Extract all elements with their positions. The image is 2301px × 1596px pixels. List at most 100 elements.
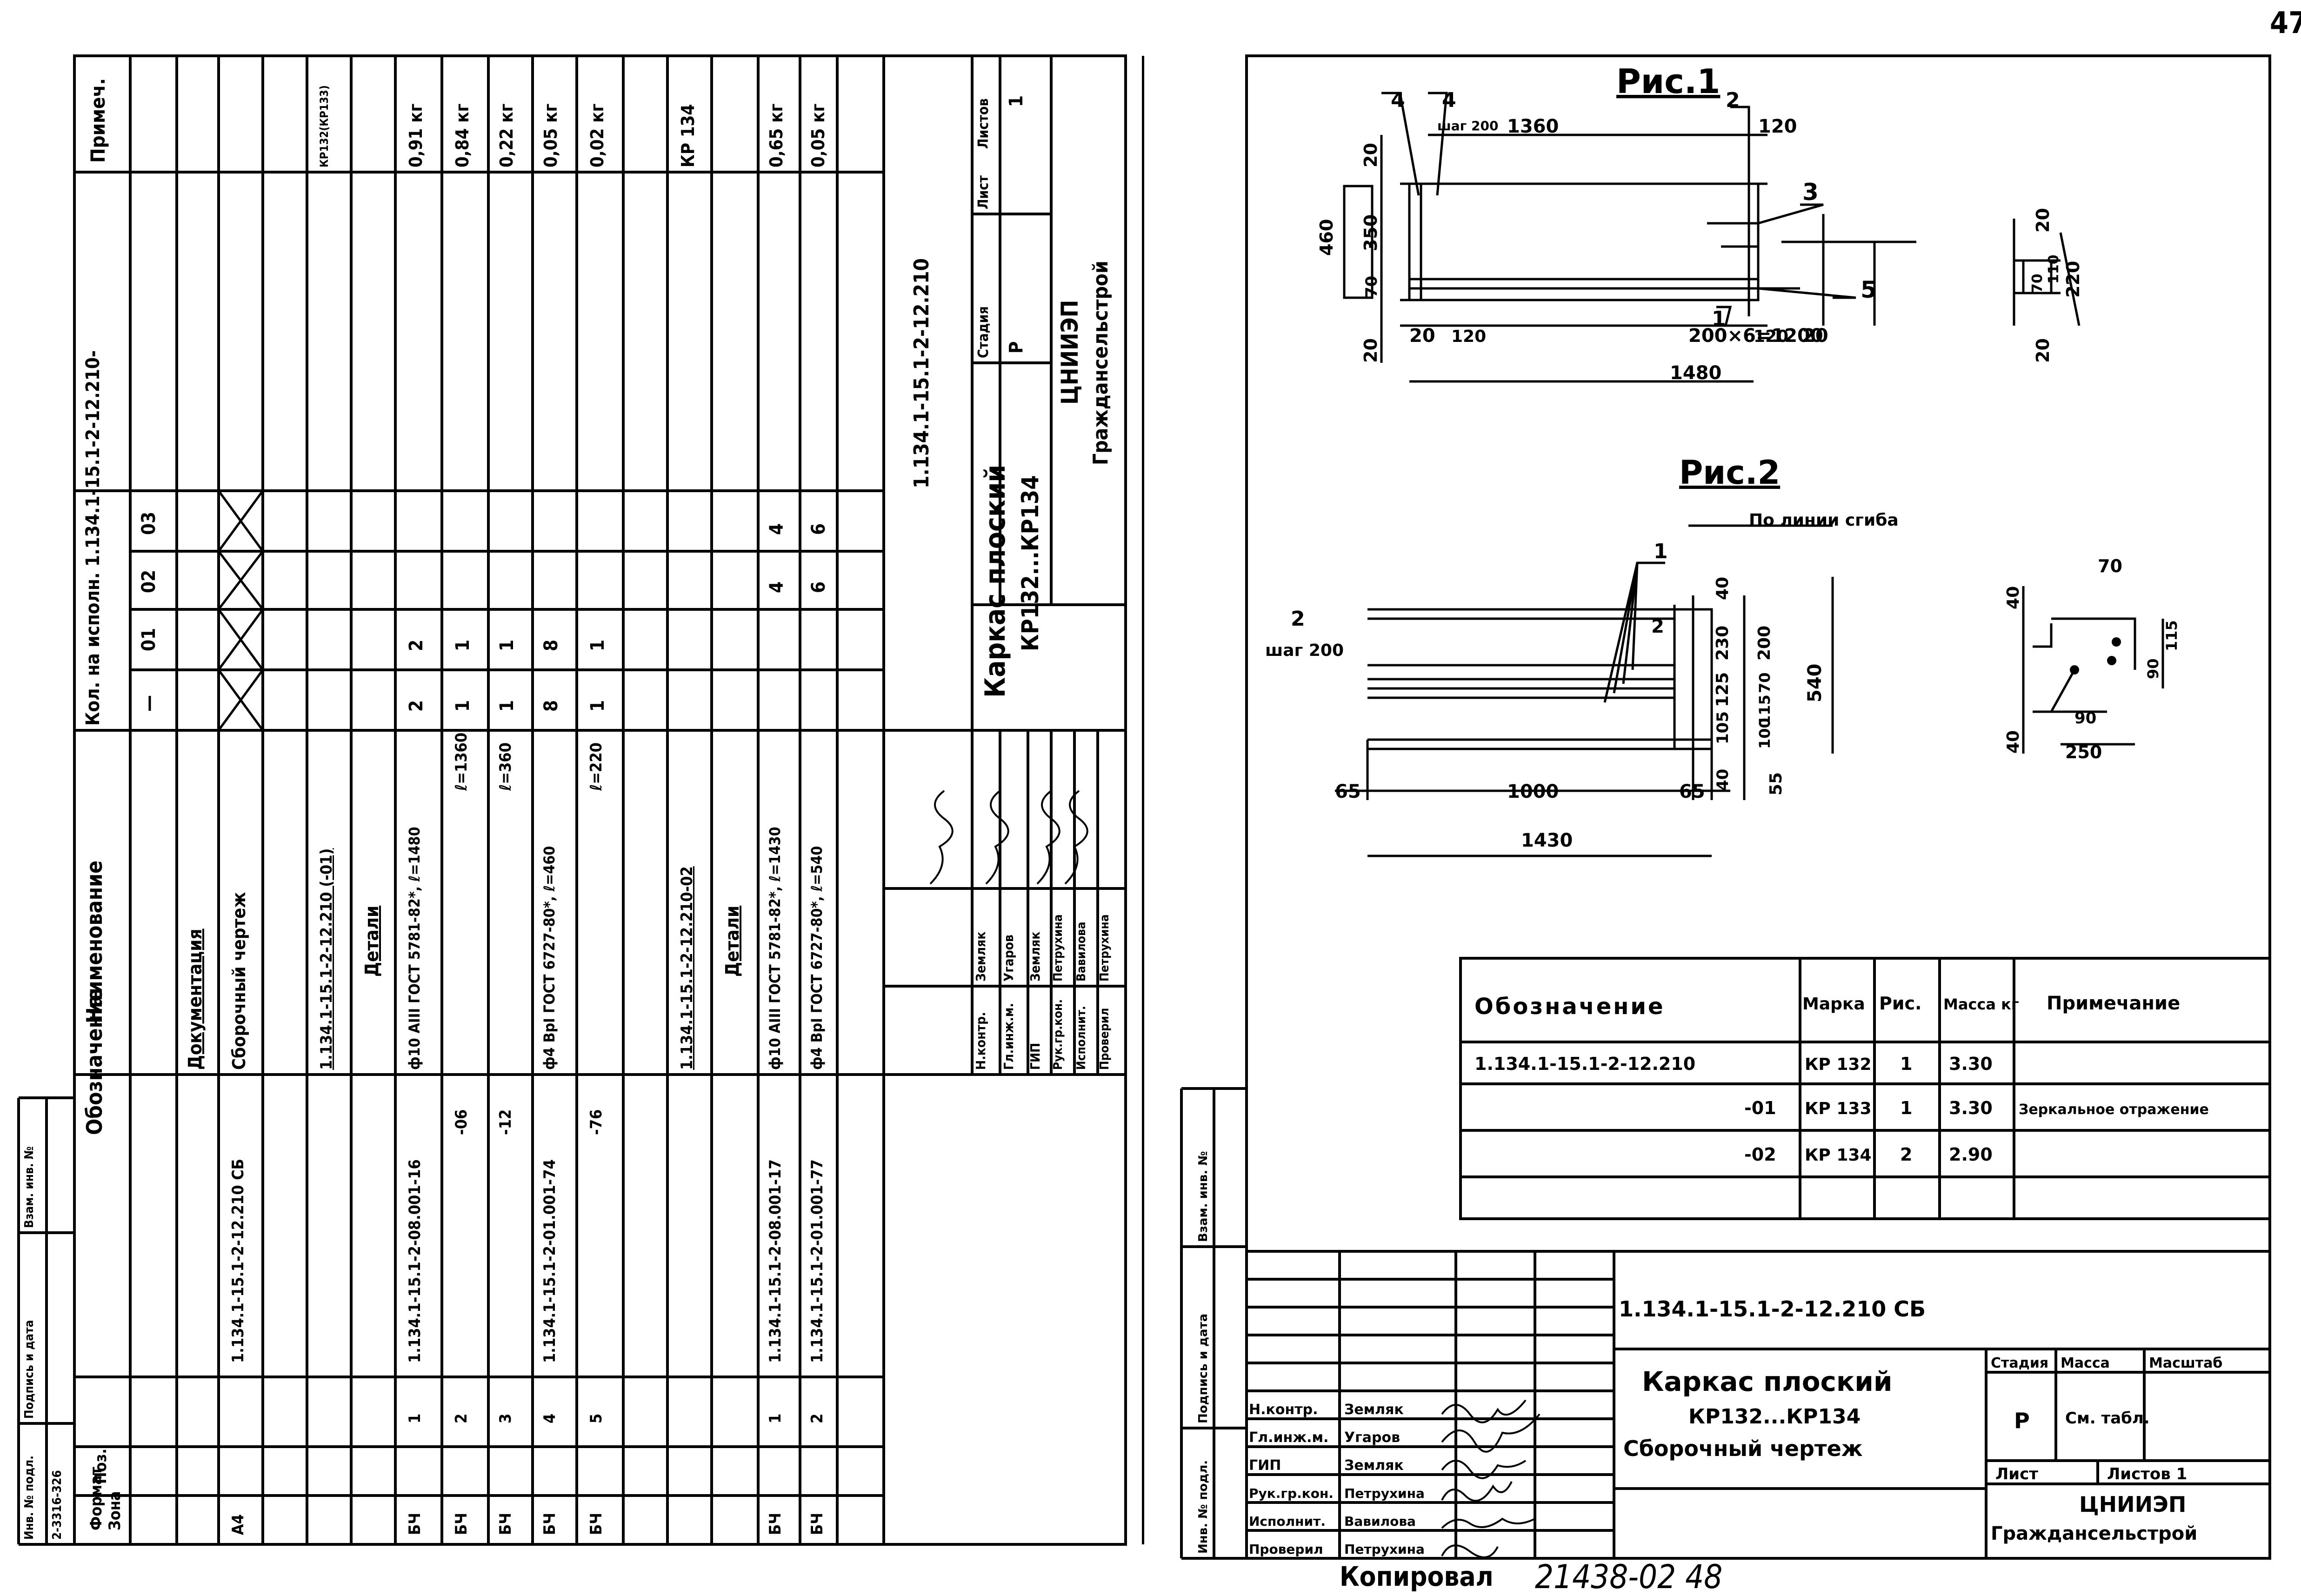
copied-by-note: Копировал: [1340, 1561, 1494, 1592]
fig2-d200: 200: [1755, 626, 1774, 661]
fig1-d460: 460: [1316, 219, 1337, 256]
row-5-pos: 3: [496, 1413, 515, 1423]
row-10-pos: 1: [766, 1413, 785, 1423]
row-doc-heading: Документация: [185, 928, 206, 1070]
right-stamp-scale-label: Масштаб: [2149, 1355, 2222, 1371]
row-11-q2: 6: [808, 581, 829, 593]
fig2-d40b: 40: [1714, 769, 1732, 791]
fig2-s90a: 90: [2144, 658, 2162, 679]
table-r1-mark: КР 133: [1805, 1099, 1872, 1118]
right-name-1: Угаров: [1344, 1429, 1400, 1446]
left-role-0: Н.контр.: [973, 1012, 988, 1070]
header-exec-03: 03: [138, 511, 160, 535]
table-r0-mark: КР 132: [1805, 1055, 1872, 1074]
fig2-l2a: 2: [1291, 607, 1305, 631]
fig1-d120c: 120: [1754, 327, 1788, 346]
fig1-d120a: 120: [1758, 116, 1797, 137]
right-margin-inv: Инв. № подл.: [1196, 1460, 1210, 1554]
left-stamp-stage-label: Стадия: [975, 306, 992, 358]
fig1-d120b: 120: [1451, 327, 1486, 346]
left-stamp-title-2: КР132...КР134: [1017, 475, 1044, 651]
fig2-d40a: 40: [1713, 577, 1732, 600]
fig2-d1430: 1430: [1521, 830, 1573, 851]
right-stamp-sheets-label: Листов 1: [2107, 1465, 2187, 1483]
right-role-5: Проверил: [1249, 1542, 1323, 1557]
right-name-4: Вавилова: [1344, 1514, 1416, 1529]
table-header-fig: Рис.: [1879, 993, 1921, 1014]
fig1-d350: 350: [1361, 214, 1381, 251]
left-stamp-sheets-value: 1: [1006, 95, 1027, 107]
fig2-d100: 100: [1756, 718, 1774, 749]
row-4-pos: 2: [452, 1413, 471, 1423]
left-margin-inv: Инв. № подл.: [22, 1456, 36, 1540]
fig1-d1200: 200×6=1200: [1688, 325, 1823, 347]
row-3-pos: 1: [406, 1413, 424, 1423]
row-0-format: А4: [229, 1514, 247, 1535]
row-7-name: ℓ=220: [587, 742, 606, 791]
fig2-d115: 115: [1756, 694, 1774, 726]
fig1-d20c: 20: [1409, 325, 1435, 347]
row-10-note: 0,65 кг: [766, 103, 787, 167]
fig2-step: шаг 200: [1265, 641, 1344, 660]
fig2-bend: По линии сгиба: [1749, 511, 1899, 530]
header-pos: Поз.: [92, 1448, 110, 1484]
row-9-name: Детали: [722, 905, 743, 977]
header-exec-02: 02: [138, 569, 160, 593]
row-7-note: 0,02 кг: [587, 103, 607, 167]
left-role-2: ГИП: [1027, 1042, 1043, 1070]
row-3-name: ф10 АIII ГОСТ 5781-82*, ℓ=1480: [406, 827, 423, 1070]
left-role-4: Исполнит.: [1074, 1006, 1088, 1070]
row-5-q1: 1: [496, 639, 518, 651]
fig1-l5: 5: [1861, 276, 1877, 303]
row-4-q1: 1: [452, 639, 474, 651]
row-1-name: 1.134.1-15.1-2-12.210 (-01): [317, 848, 336, 1070]
figure-1-drawing: [1343, 92, 2081, 383]
mass-table-frame: [1459, 957, 2271, 1220]
row-1-note: КР132(КР133): [318, 85, 331, 167]
row-5-designation: -12: [496, 1109, 515, 1135]
table-r1-mass: 3.30: [1949, 1098, 1993, 1118]
fig1-s70: 70: [2029, 274, 2046, 293]
row-6-q1: 8: [540, 639, 562, 651]
row-6-pos: 4: [540, 1413, 559, 1423]
left-stamp-sheets-label: Листов: [975, 98, 992, 149]
right-stamp-stage-label: Стадия: [1991, 1355, 2048, 1371]
left-name-3: Петрухина: [1051, 914, 1065, 982]
fig1-l3: 3: [1802, 179, 1819, 206]
row-7-q1: 1: [587, 639, 608, 651]
header-name: Наименование: [82, 860, 107, 1023]
row-11-note: 0,05 кг: [808, 103, 828, 167]
fig2-d1000: 1000: [1507, 781, 1559, 802]
row-10-format: БЧ: [766, 1512, 785, 1535]
fig1-title: Рис.1: [1616, 62, 1720, 101]
row-5-q0: 1: [496, 700, 518, 712]
row-6-note: 0,05 кг: [540, 103, 561, 167]
left-name-2: Земляк: [1027, 931, 1043, 982]
row-11-designation: 1.134.1-15.1-2-01.001-77: [808, 1159, 827, 1363]
fig2-d125: 125: [1713, 672, 1732, 707]
table-r1-note: Зеркальное отражение: [2019, 1102, 2209, 1118]
fig1-step: шаг 200: [1437, 118, 1498, 134]
copy-number: 21438-02 48: [1535, 1558, 1723, 1596]
right-stamp-mass-label: Масса: [2061, 1355, 2110, 1371]
table-r0-designation: 1.134.1-15.1-2-12.210: [1474, 1054, 1695, 1074]
right-stamp-org-1: ЦНИИЭП: [2079, 1492, 2186, 1517]
row-0-designation: 1.134.1-15.1-2-12.210 СБ: [229, 1159, 247, 1363]
right-drawing-sheet: Рис.1 4 4 шаг 200 1360 2 120 3 5 1 200×6…: [1180, 54, 2271, 1560]
right-frame: [1245, 54, 2271, 1560]
row-11-name: ф4 ВрI ГОСТ 6727-80*, ℓ=540: [808, 846, 826, 1070]
fig1-l1: 1: [1712, 307, 1726, 331]
fig2-s250: 250: [2065, 742, 2102, 762]
left-role-1: Гл.инж.м.: [1001, 1003, 1016, 1070]
fig2-d105: 105: [1714, 711, 1732, 744]
row-6-name: ф4 ВрI ГОСТ 6727-80*, ℓ=460: [540, 846, 558, 1070]
right-role-2: ГИП: [1249, 1457, 1281, 1474]
table-r2-fig: 2: [1900, 1144, 1912, 1165]
fig1-d1480: 1480: [1670, 362, 1721, 384]
row-7-designation: -76: [587, 1109, 606, 1135]
table-header-mark: Марка: [1802, 995, 1865, 1014]
left-name-4: Вавилова: [1074, 922, 1088, 982]
left-margin-replace: Взам. инв. №: [22, 1146, 36, 1228]
table-r0-mass: 3.30: [1949, 1054, 1993, 1074]
row-10-q2: 4: [766, 581, 787, 593]
